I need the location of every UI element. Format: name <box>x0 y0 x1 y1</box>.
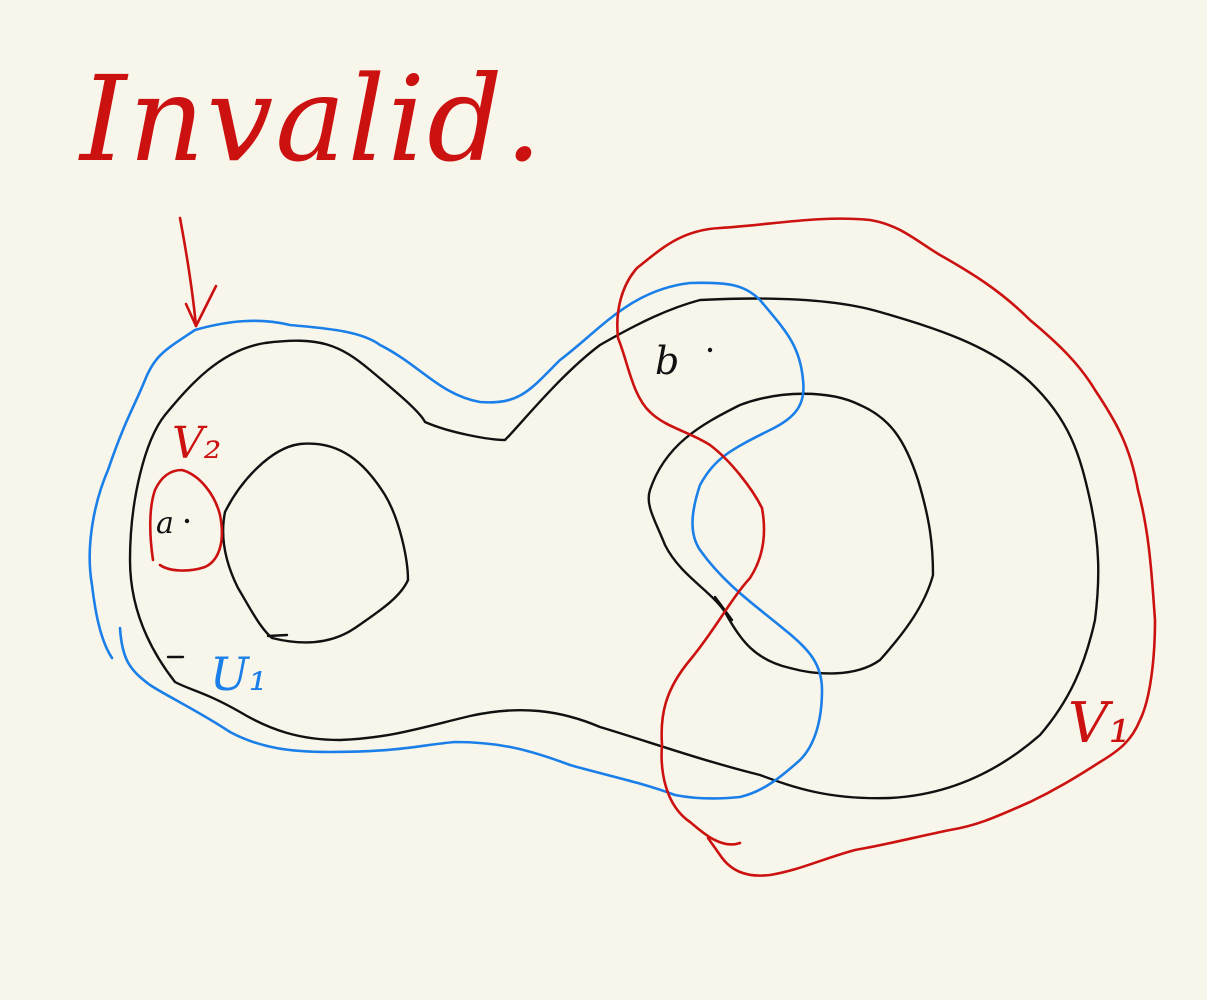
curve-v1 <box>616 217 1157 877</box>
surface-right-hole <box>647 392 935 675</box>
left-hole-tail <box>266 633 289 638</box>
curve-u1 <box>88 281 824 800</box>
curve-v2 <box>148 468 224 572</box>
surface-outer-boundary <box>128 297 1100 800</box>
label-b: b <box>655 339 679 383</box>
title-invalid: Invalid. <box>78 50 544 188</box>
surface-left-hole <box>221 442 410 644</box>
point-a-marker <box>184 518 190 524</box>
label-v2: V₂ <box>172 418 221 469</box>
label-a: a <box>156 506 174 541</box>
right-hole-cross <box>713 595 734 622</box>
arrow-down-icon <box>178 216 218 328</box>
point-b-marker <box>707 347 713 353</box>
label-u1: U₁ <box>210 647 267 701</box>
label-v1: V₁ <box>1068 691 1131 756</box>
